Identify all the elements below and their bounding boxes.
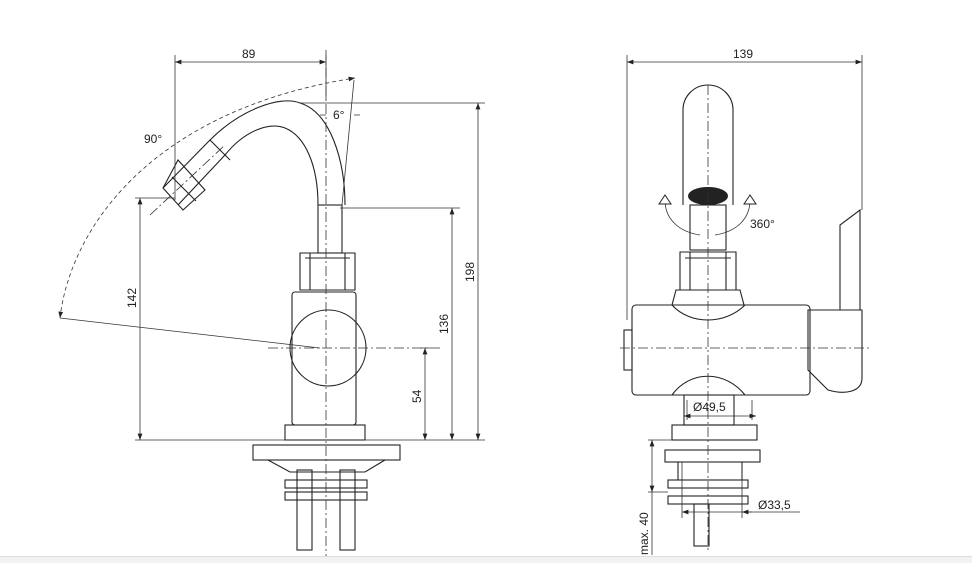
- dim-body-diameter: Ø49,5: [693, 400, 726, 414]
- body: [291, 291, 357, 426]
- flange: [252, 444, 401, 461]
- dim-outlet-height: 142: [125, 288, 139, 308]
- dim-spout-reach: 89: [242, 47, 256, 61]
- base-plate-front: [671, 424, 758, 441]
- side-view: 90° 6° 89 198 136 54 142: [58, 47, 485, 560]
- lever-handle: [807, 208, 863, 393]
- stud-left: [296, 469, 313, 551]
- dim-total-height: 198: [463, 262, 477, 282]
- stud-right: [339, 469, 356, 551]
- dim-rotation: 360°: [750, 217, 775, 231]
- dim-total-width: 139: [733, 47, 753, 61]
- bottom-border: [0, 556, 972, 563]
- base-plate: [284, 424, 366, 441]
- dim-tilt-angle: 6°: [333, 108, 345, 122]
- spout-column: [317, 204, 343, 254]
- dim-hole-diameter: Ø33,5: [758, 498, 791, 512]
- dim-spout-base-height: 136: [437, 314, 451, 334]
- rotation-arrows: [664, 199, 751, 236]
- dim-swivel-angle: 90°: [144, 132, 162, 146]
- flange-front: [664, 449, 761, 463]
- spout-outline: [162, 100, 346, 206]
- dim-max-thickness: max. 40: [637, 512, 651, 555]
- nut: [299, 252, 356, 291]
- swivel-arc: [58, 76, 356, 319]
- front-view: 360° 139 Ø49,5 Ø33,5 max. 40: [620, 47, 870, 555]
- dim-body-axis-height: 54: [410, 389, 424, 403]
- spout-tip: [162, 139, 231, 211]
